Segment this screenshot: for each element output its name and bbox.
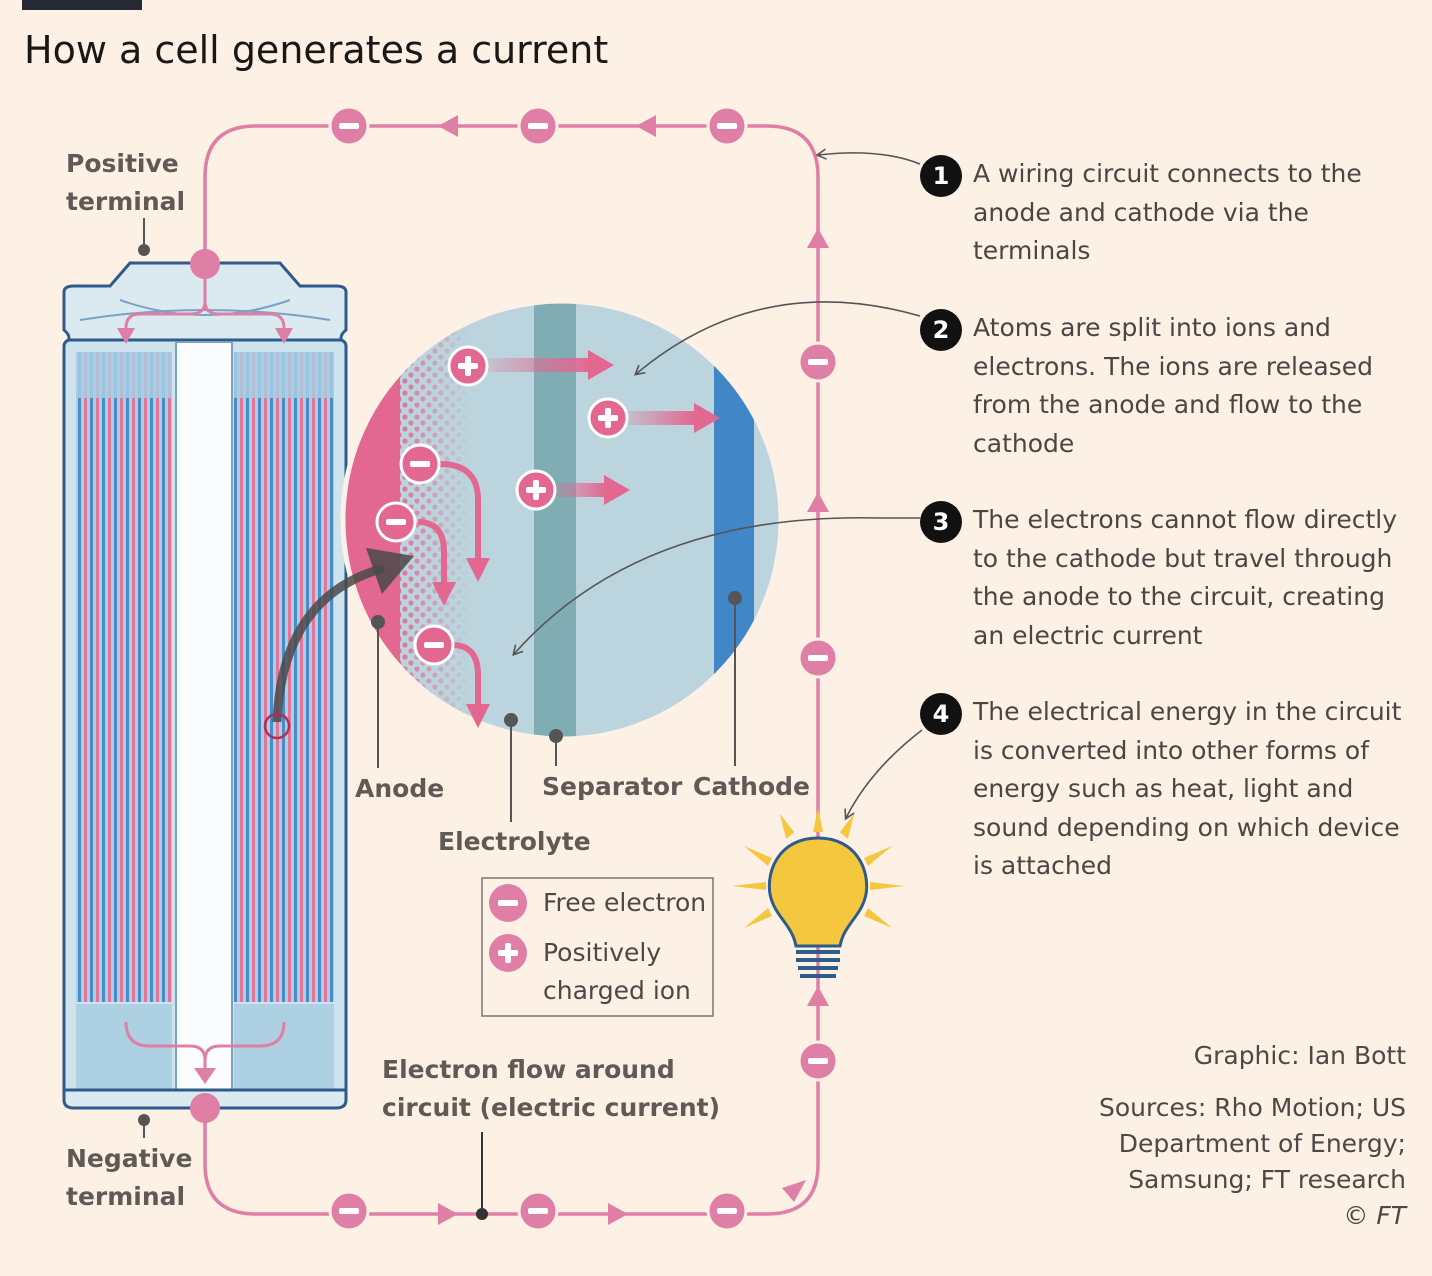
legend-positive-ion-line1: Positively	[543, 938, 661, 967]
negative-terminal-label-line2: terminal	[66, 1182, 185, 1211]
copyright: © FT	[1343, 1201, 1406, 1230]
light-bulb-icon	[732, 808, 904, 978]
negative-terminal-label-line1: Negative	[66, 1144, 192, 1173]
electron-icon	[399, 443, 441, 485]
electron-icon	[797, 1040, 839, 1082]
sources-line: Department of Energy;	[1118, 1129, 1406, 1158]
callout-text: The electrical energy in the circuit is …	[973, 697, 1402, 880]
battery-core	[175, 341, 233, 1093]
callout-text: A wiring circuit connects to the anode a…	[973, 159, 1362, 265]
legend-free-electron: Free electron	[543, 888, 706, 917]
legend: Free electron Positively charged ion	[481, 877, 714, 1017]
circuit-direction-arrows	[438, 115, 829, 1225]
page-title: How a cell generates a current	[24, 28, 609, 72]
wire-electrons	[328, 105, 839, 1232]
callout-text: Atoms are split into ions and electrons.…	[973, 313, 1373, 458]
sources: Sources: Rho Motion; US Department of En…	[1046, 1090, 1406, 1234]
electron-icon	[797, 637, 839, 679]
electron-icon	[413, 624, 455, 666]
electron-icon	[328, 1190, 370, 1232]
legend-electron-icon	[489, 884, 527, 922]
callout-pointers	[512, 148, 923, 821]
electron-icon	[797, 341, 839, 383]
electron-icon	[517, 105, 559, 147]
callout-badge: 2	[920, 309, 962, 351]
electron-icon	[375, 501, 417, 543]
separator-layer	[534, 302, 576, 738]
callout-badge: 4	[920, 693, 962, 735]
graphic-credit: Graphic: Ian Bott	[1193, 1041, 1406, 1070]
positive-terminal-label-line1: Positive	[66, 149, 179, 178]
zoom-pointer-arrow	[263, 548, 414, 740]
electron-icon	[706, 105, 748, 147]
cathode-label: Cathode	[693, 772, 810, 801]
separator-label: Separator	[542, 772, 683, 801]
electron-flow-leader	[476, 1132, 488, 1220]
ion-icon	[515, 469, 557, 511]
header-rule	[22, 0, 142, 10]
electron-icon	[328, 105, 370, 147]
electron-icon	[706, 1190, 748, 1232]
electrolyte-label: Electrolyte	[438, 827, 591, 856]
battery-cell	[62, 218, 348, 1138]
diagram-labels: Positive terminal Negative terminal Anod…	[66, 149, 810, 1211]
ion-icon	[587, 397, 629, 439]
callout-badge: 3	[920, 501, 962, 543]
electron-icon	[517, 1190, 559, 1232]
positive-terminal-dot	[190, 249, 220, 279]
sources-line: Samsung; FT research	[1128, 1165, 1406, 1194]
callout-text: The electrons cannot flow directly to th…	[973, 505, 1397, 650]
negative-terminal-dot	[190, 1093, 220, 1123]
callout-badge: 1	[920, 155, 962, 197]
legend-positive-ion-line2: charged ion	[543, 976, 691, 1005]
ion-icon	[447, 345, 489, 387]
credits: Graphic: Ian Bott Sources: Rho Motion; U…	[1046, 1038, 1406, 1234]
electron-flow-label-line1: Electron flow around	[382, 1055, 675, 1084]
legend-ion-icon	[489, 934, 527, 972]
sources-line: Sources: Rho Motion; US	[1098, 1093, 1406, 1122]
electron-flow-label-line2: circuit (electric current)	[382, 1093, 720, 1122]
positive-terminal-label-line2: terminal	[66, 187, 185, 216]
anode-label: Anode	[355, 774, 444, 803]
